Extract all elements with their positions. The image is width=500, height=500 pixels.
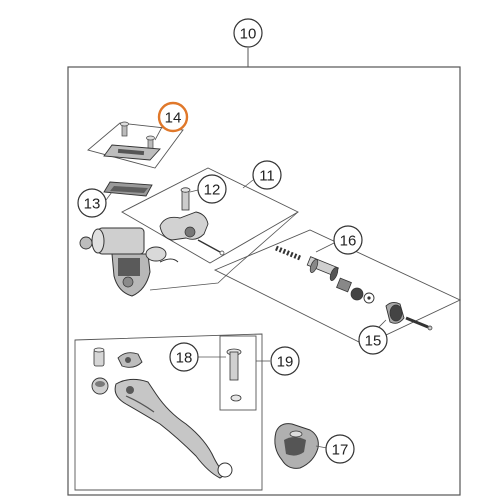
leader-16 [315, 242, 335, 253]
callout-12[interactable]: 12 [197, 174, 227, 204]
callout-12-label: 12 [204, 182, 221, 199]
callout-15[interactable]: 15 [358, 325, 388, 355]
assembly-frame [67, 66, 461, 496]
callout-16-label: 16 [340, 233, 357, 250]
callout-13[interactable]: 13 [77, 188, 107, 218]
callout-18[interactable]: 18 [169, 342, 199, 372]
callout-15-label: 15 [365, 333, 382, 350]
leader-12 [189, 189, 199, 193]
leader-17 [315, 445, 328, 449]
dust-boot-part [274, 423, 319, 469]
lever-parts [91, 347, 233, 479]
callout-16[interactable]: 16 [333, 225, 363, 255]
adjuster-part [159, 187, 225, 256]
callout-10-label: 10 [240, 26, 257, 43]
callout-11-label: 11 [259, 168, 275, 185]
leader-13 [105, 191, 113, 201]
lever-panel [74, 333, 263, 491]
callout-10[interactable]: 10 [233, 18, 263, 48]
callout-19-label: 19 [277, 354, 294, 371]
leader-11 [242, 179, 254, 189]
panel-19 [219, 335, 257, 411]
callout-19[interactable]: 19 [270, 346, 300, 376]
leader-14 [154, 126, 163, 141]
piston-kit [275, 245, 375, 304]
callout-11[interactable]: 11 [252, 160, 282, 190]
panel-16 [213, 229, 462, 346]
master-cylinder-body [79, 227, 179, 297]
fitting-part [385, 301, 433, 331]
pivot-bolt [226, 348, 242, 402]
callout-17[interactable]: 17 [325, 434, 355, 464]
callout-14[interactable]: 14 [157, 101, 189, 133]
leader-15 [377, 319, 387, 329]
body-outline [149, 211, 299, 291]
callout-18-label: 18 [176, 350, 193, 367]
callout-17-label: 17 [332, 442, 349, 459]
callout-14-label: 14 [165, 110, 182, 127]
diaphragm-part [103, 181, 153, 197]
callout-13-label: 13 [84, 196, 101, 213]
